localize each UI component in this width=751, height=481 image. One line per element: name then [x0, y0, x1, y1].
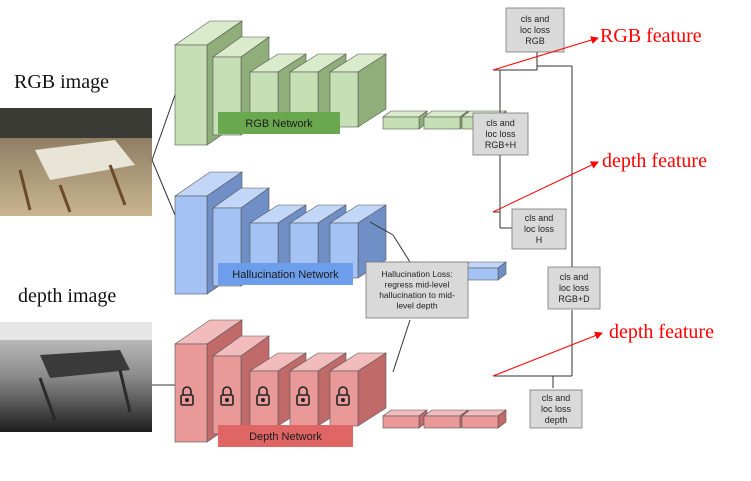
hallucination-network-label: Hallucination Network	[218, 263, 353, 285]
loss-box-line: cls and	[560, 272, 589, 282]
loss-box-hallucination-loss: Hallucination Loss:regress mid-levelhall…	[365, 261, 469, 319]
depth-network-label-text: Depth Network	[249, 431, 322, 443]
connector-lines	[369, 50, 573, 388]
rgb-fc-block-1	[382, 110, 428, 130]
lock-icon	[256, 386, 270, 406]
depth-fc-block-2	[423, 409, 469, 429]
loss-box-line: hallucination to mid-	[379, 290, 455, 300]
loss-box-line: loc loss	[541, 404, 572, 414]
depth-network-stack	[174, 319, 507, 443]
loss-box-line: regress mid-level	[385, 280, 450, 290]
loss-box-line: depth	[545, 415, 568, 425]
loss-box-line: loc loss	[485, 129, 516, 139]
hallucination-network-label-text: Hallucination Network	[232, 269, 339, 281]
loss-box-line: cls and	[486, 118, 515, 128]
depth-feature-label-bottom: depth feature	[609, 321, 714, 343]
feature-arrow	[492, 161, 599, 213]
loss-box-line: cls and	[542, 393, 571, 403]
rgb-network-label: RGB Network	[218, 112, 340, 134]
loss-box-line: level depth	[396, 301, 437, 311]
depth-image-label: depth image	[18, 285, 116, 307]
feature-arrows	[492, 36, 603, 377]
loss-box-line: H	[536, 235, 543, 245]
loss-box-line: loc loss	[520, 25, 551, 35]
rgb-image	[0, 108, 152, 216]
feature-arrow	[492, 36, 599, 71]
loss-box-line: loc loss	[559, 283, 590, 293]
rgb-fc-block-2	[423, 110, 469, 130]
depth-network-label: Depth Network	[218, 425, 353, 447]
input-connectors	[151, 94, 176, 386]
loss-box-line: RGB	[525, 36, 545, 46]
loss-box-line: RGB+H	[485, 140, 516, 150]
loss-box-line: Hallucination Loss:	[381, 269, 452, 279]
rgb-feature-label: RGB feature	[600, 25, 702, 47]
depth-fc-block-3	[461, 409, 507, 429]
loss-box-line: cls and	[525, 213, 554, 223]
hallucination-fc-block-3	[461, 261, 507, 281]
rgb-image-label: RGB image	[14, 71, 109, 93]
loss-box-line: loc loss	[524, 224, 555, 234]
lock-icon	[336, 386, 350, 406]
feature-arrow	[492, 331, 603, 377]
loss-box-line: cls and	[521, 14, 550, 24]
depth-feature-label-top: depth feature	[602, 150, 707, 172]
loss-box-line: RGB+D	[558, 294, 590, 304]
depth-image	[0, 322, 152, 432]
rgb-network-label-text: RGB Network	[245, 118, 313, 130]
lock-icon	[296, 386, 310, 406]
lock-icon	[180, 386, 194, 406]
lock-icon	[220, 386, 234, 406]
depth-fc-block-1	[382, 409, 428, 429]
